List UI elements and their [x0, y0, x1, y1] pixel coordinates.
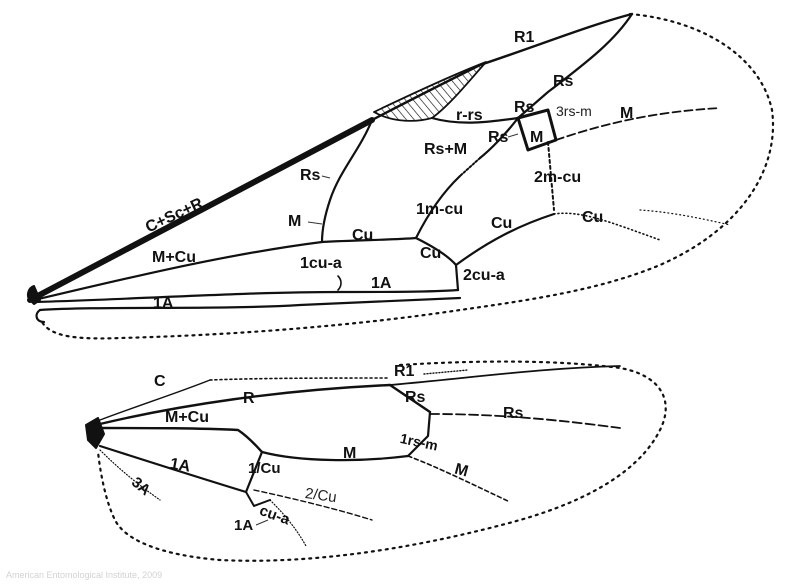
label-rs-outer: Rs	[503, 405, 524, 422]
vein-m-outer	[407, 455, 511, 503]
vein-rs-basal	[320, 118, 374, 244]
forewing-margin	[40, 12, 775, 340]
label-rs-m: Rs+M	[424, 141, 467, 158]
vein-m-outer	[555, 107, 721, 141]
vein-cu-outer	[553, 212, 661, 241]
label-m-cell: M	[530, 129, 543, 146]
label-cu-right: Cu	[582, 209, 603, 226]
vein-rs	[388, 383, 432, 414]
label-3a: 3A	[128, 474, 154, 499]
vein-rs-outer	[429, 413, 621, 429]
label-cu-outer: Cu	[491, 215, 512, 232]
vein-1a	[32, 288, 460, 304]
vein-rs-outer	[516, 12, 634, 120]
label-1cu-a: 1cu-a	[300, 255, 342, 272]
label-rs-cell: Rs	[514, 99, 535, 116]
label-c: C	[154, 373, 166, 390]
vein-1-cu	[244, 450, 264, 494]
label-1a: 1A	[169, 455, 193, 475]
vein-c-dotted	[209, 377, 389, 381]
vein-cu-outer-b	[639, 209, 731, 226]
vein-2cu-a	[454, 263, 460, 292]
label-1a-mid: 1A	[371, 275, 392, 292]
label-rs: Rs	[405, 389, 426, 406]
forewing-labels: C+Sc+R R1 Rs r-rs Rs 3rs-m Rs M M Rs+M 2…	[143, 29, 633, 312]
label-2cu-a: 2cu-a	[463, 267, 505, 284]
label-m-basal: M	[288, 213, 301, 230]
label-3rs-m: 3rs-m	[556, 103, 592, 119]
label-m-outer: M	[453, 461, 470, 481]
label-rs-outer: Rs	[553, 73, 574, 90]
vein-m-cu	[98, 426, 264, 454]
label-r1: R1	[394, 363, 415, 380]
label-1rs-m: 1rs-m	[399, 430, 440, 454]
vein-2-cu	[253, 489, 373, 521]
pterostigma	[373, 61, 487, 122]
vein-1a	[98, 444, 248, 494]
label-rs-left: Rs	[488, 129, 509, 146]
vein-c	[99, 379, 211, 421]
vein-r-rs	[430, 116, 520, 124]
hindwing-base	[85, 417, 105, 449]
vein-m	[260, 450, 410, 462]
vein-rs-m-faint	[459, 157, 481, 177]
vein-m-cu	[32, 236, 418, 302]
vein-cu-a	[245, 491, 271, 507]
vein-cu	[414, 212, 556, 267]
vein-r1	[389, 365, 621, 386]
vein-1rs-m	[406, 410, 432, 458]
label-cu-a: cu-a	[257, 502, 292, 529]
label-1m-cu: 1m-cu	[416, 201, 463, 218]
vein-rs-m	[478, 116, 520, 160]
label-r1: R1	[514, 29, 535, 46]
label-2m-cu: 2m-cu	[534, 169, 581, 186]
label-r-rs: r-rs	[456, 107, 483, 124]
forewing-hind-lobe	[35, 308, 46, 324]
vein-1a-lower	[38, 296, 462, 312]
vein-1cu-a	[337, 275, 342, 291]
label-m-outer: M	[620, 105, 633, 122]
vein-r	[98, 383, 392, 426]
label-cu-mid: Cu	[420, 245, 441, 262]
label-r: R	[243, 390, 255, 407]
label-m-cu: M+Cu	[152, 249, 196, 266]
hamuli	[423, 369, 469, 375]
label-1-cu: 1/Cu	[248, 460, 281, 477]
label-rs-basal: Rs	[300, 167, 321, 184]
leader-lines	[255, 133, 519, 526]
image-credit: American Entomological Institute, 2009	[6, 570, 163, 580]
vein-1a-lower	[269, 499, 307, 547]
label-1a-low: 1A	[153, 295, 174, 312]
label-m-cu: M+Cu	[165, 409, 209, 426]
vein-3a	[99, 449, 161, 501]
label-1a-low: 1A	[234, 517, 253, 534]
vein-2m-cu	[547, 141, 555, 211]
label-cu: Cu	[352, 227, 373, 244]
label-2-cu: 2/Cu	[304, 485, 338, 506]
vein-c-sc-r	[27, 117, 375, 303]
hindwing-labels: C R R1 Rs Rs M+Cu 1rs-m M M 1A 1/Cu 2/Cu…	[128, 133, 524, 534]
vein-1m-cu	[414, 174, 462, 240]
label-m: M	[343, 445, 356, 462]
forewing	[26, 12, 775, 340]
hindwing	[85, 360, 667, 562]
